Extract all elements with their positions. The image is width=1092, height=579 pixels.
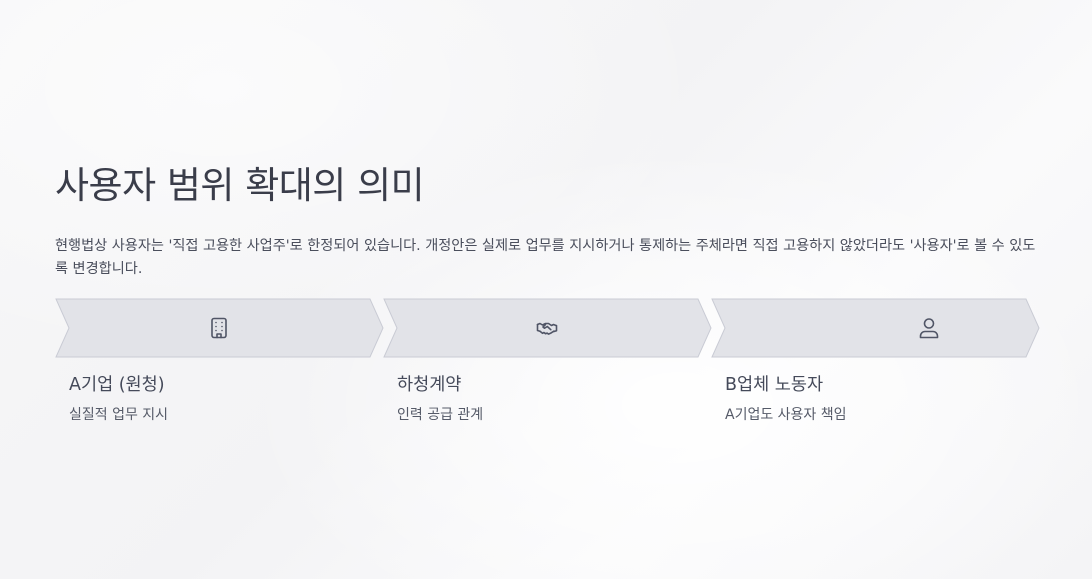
chevron-shape (711, 298, 1041, 358)
flow-step-client-company: A기업 (원청) 실질적 업무 지시 (55, 298, 385, 438)
page-title: 사용자 범위 확대의 의미 (55, 164, 425, 207)
step-title: B업체 노동자 (725, 375, 824, 395)
handshake-icon (535, 316, 559, 340)
step-subtitle: 실질적 업무 지시 (69, 407, 169, 423)
step-title: 하청계약 (397, 375, 462, 395)
description-text: 현행법상 사용자는 '직접 고용한 사업주'로 한정되어 있습니다. 개정안은 … (55, 238, 1036, 277)
flow-step-subcontract: 하청계약 인력 공급 관계 (383, 298, 713, 438)
step-title: A기업 (원청) (69, 375, 165, 395)
chevron-shape (383, 298, 713, 358)
chevron-shape (55, 298, 385, 358)
step-subtitle: 인력 공급 관계 (397, 407, 484, 423)
step-subtitle: A기업도 사용자 책임 (725, 407, 847, 423)
process-flow: A기업 (원청) 실질적 업무 지시 하청계약 인력 공급 관계 (55, 298, 1040, 438)
person-icon (917, 316, 941, 340)
flow-step-worker: B업체 노동자 A기업도 사용자 책임 (711, 298, 1041, 438)
slide-content: 사용자 범위 확대의 의미 현행법상 사용자는 '직접 고용한 사업주'로 한정… (55, 163, 1040, 438)
building-icon (207, 316, 231, 340)
